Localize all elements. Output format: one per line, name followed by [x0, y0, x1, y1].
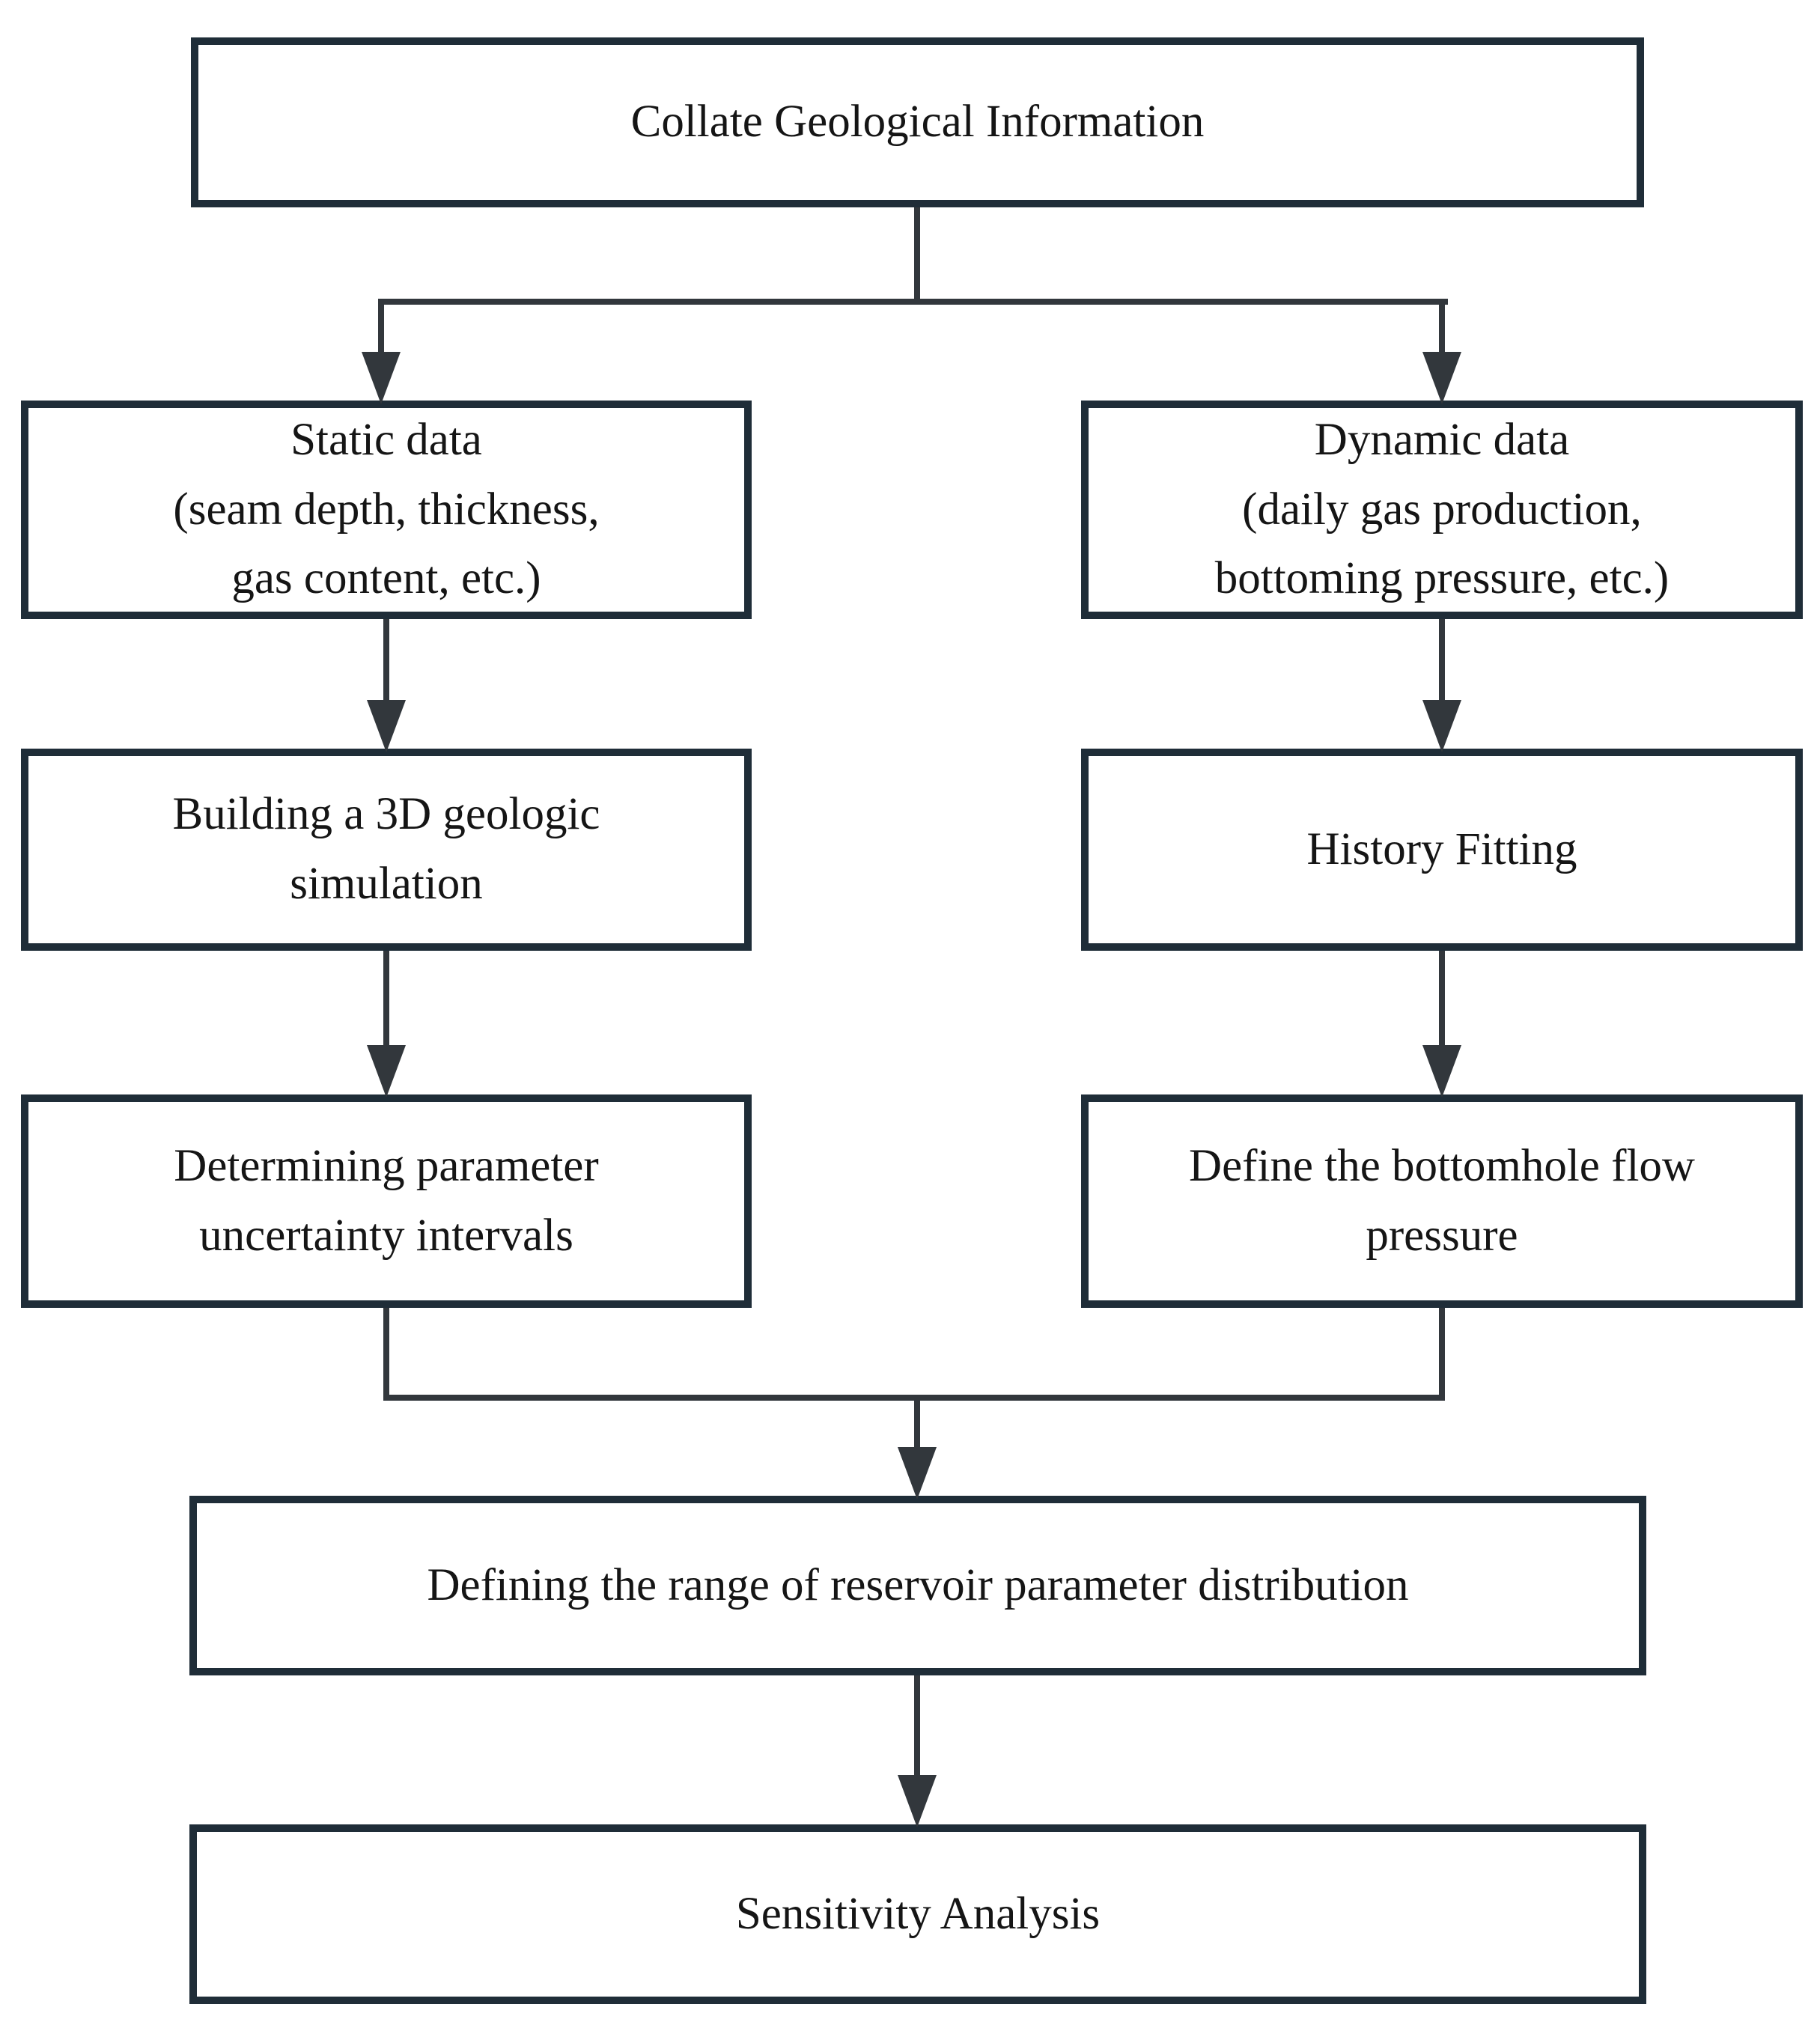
node-label: History Fitting: [1306, 823, 1577, 874]
node-define-bottomhole-flow-pressure: Define the bottomhole flow pressure: [1081, 1094, 1803, 1308]
node-label: Collate Geological Information: [630, 97, 1205, 147]
edge-dynamic-history-vline: [1439, 619, 1445, 703]
arrow-down-icon: [1422, 700, 1461, 752]
node-defining-range-of-reservoir-parameter-distribution: Defining the range of reservoir paramete…: [189, 1496, 1646, 1675]
arrow-down-icon: [1422, 352, 1461, 404]
arrow-down-icon: [362, 352, 401, 404]
edge-split-hline: [378, 299, 1448, 305]
edge-static-build3d-vline: [383, 619, 389, 703]
node-label: Defining the range of reservoir paramete…: [427, 1559, 1409, 1610]
arrow-down-icon: [898, 1775, 937, 1827]
node-label: Define the bottomhole flow pressure: [1189, 1140, 1695, 1261]
node-label: Determining parameter uncertainty interv…: [174, 1140, 599, 1261]
edge-split-static-vline: [378, 299, 384, 356]
arrow-down-icon: [367, 700, 406, 752]
arrow-down-icon: [367, 1045, 406, 1097]
edge-collate-split-vline: [914, 207, 920, 302]
node-history-fitting: History Fitting: [1081, 749, 1803, 951]
node-label: Sensitivity Analysis: [735, 1888, 1101, 1939]
node-determining-parameter-uncertainty-intervals: Determining parameter uncertainty interv…: [21, 1094, 752, 1308]
edge-split-dynamic-vline: [1439, 299, 1445, 356]
edge-range-sensitivity-vline: [914, 1675, 920, 1779]
edge-build3d-uncertainty-vline: [383, 951, 389, 1050]
node-static-data: Static data (seam depth, thickness, gas …: [21, 401, 752, 619]
node-building-3d-geologic-simulation: Building a 3D geologic simulation: [21, 749, 752, 951]
node-collate-geological-information: Collate Geological Information: [191, 37, 1644, 207]
node-label: Dynamic data (daily gas production, bott…: [1214, 414, 1670, 604]
node-label: Building a 3D geologic simulation: [172, 789, 600, 909]
arrow-down-icon: [898, 1447, 937, 1499]
edge-join-range-vline: [914, 1395, 920, 1451]
edge-bottomhole-join-vline: [1439, 1308, 1445, 1401]
node-dynamic-data: Dynamic data (daily gas production, bott…: [1081, 401, 1803, 619]
node-sensitivity-analysis: Sensitivity Analysis: [189, 1824, 1646, 2004]
node-label: Static data (seam depth, thickness, gas …: [173, 414, 600, 604]
edge-history-bottomhole-vline: [1439, 951, 1445, 1050]
arrow-down-icon: [1422, 1045, 1461, 1097]
edge-uncertainty-join-vline: [383, 1308, 389, 1401]
